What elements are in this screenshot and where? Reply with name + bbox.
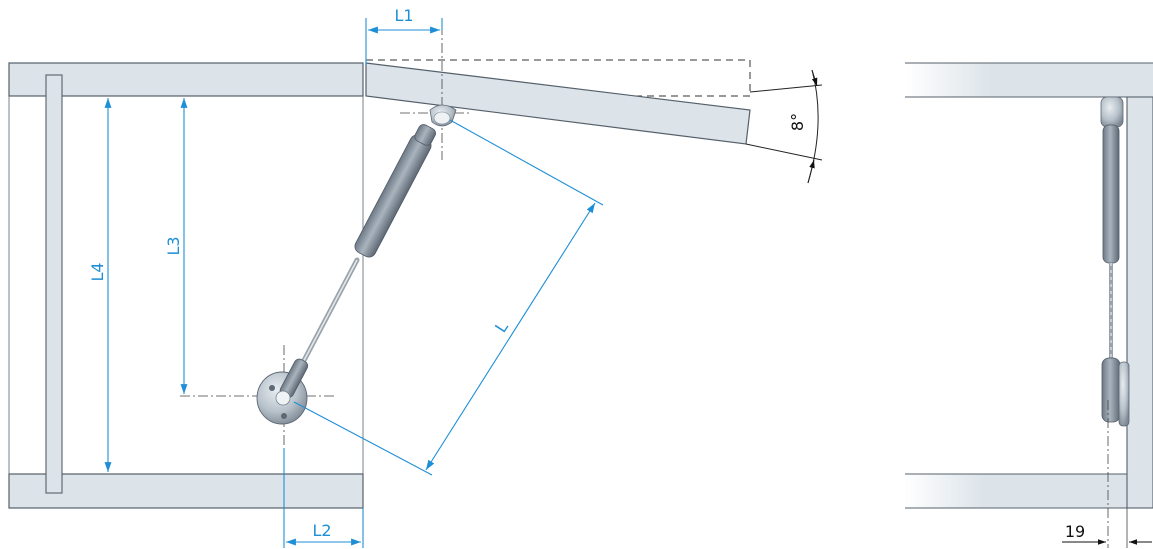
angle-ref-line-bottom: [745, 143, 823, 161]
cabinet-front-view: 19: [905, 62, 1153, 548]
dim-label-L4: L4: [88, 262, 107, 281]
front-lower-bracket: [1118, 361, 1130, 427]
cabinet-bottom-panel: [8, 473, 364, 509]
dim-label-L2: L2: [312, 521, 331, 540]
angle-arrow-bottom: [807, 159, 815, 184]
gas-strut: [256, 104, 457, 425]
front-bottom-panel: [905, 474, 1127, 508]
angle-ref-line-top: [749, 84, 823, 93]
front-strut-cylinder: [1102, 124, 1120, 264]
dim-line-L: [425, 202, 596, 471]
angle-arc: [807, 69, 819, 184]
angle-arrow-top: [811, 69, 818, 87]
cabinet-top-panel: [8, 62, 364, 97]
front-side-panel: [1126, 96, 1153, 509]
dimensions: [104, 18, 604, 548]
front-gas-strut: [1100, 96, 1130, 427]
lower-mount-fitting: [256, 358, 309, 425]
dim-label-L3: L3: [164, 236, 183, 255]
angle-label: 8°: [788, 113, 807, 131]
dim-label-L1: L1: [394, 6, 413, 25]
strut-cylinder: [354, 134, 432, 258]
dim-label-L: L: [491, 318, 512, 336]
cabinet-back-panel: [45, 74, 63, 494]
front-top-panel: [905, 63, 1153, 97]
dim-label-19: 19: [1065, 522, 1085, 541]
cabinet-side-view: [8, 62, 364, 509]
